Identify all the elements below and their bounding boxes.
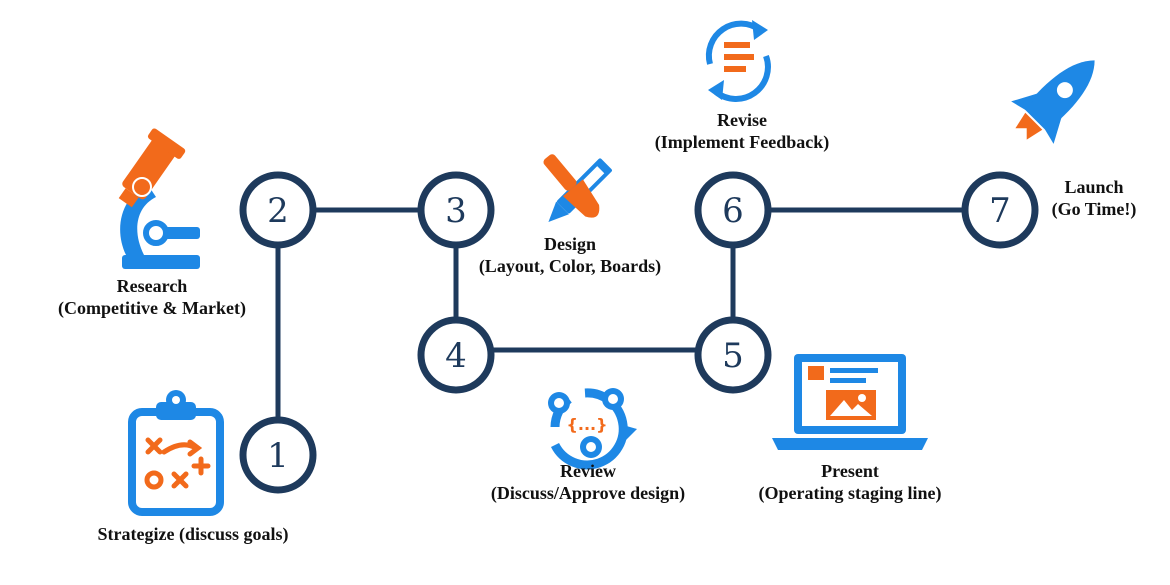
microscope-icon: [118, 128, 200, 269]
research-title: Research: [117, 276, 188, 296]
revise-title: Revise: [717, 110, 767, 130]
node-1: 1: [239, 416, 317, 494]
brush-pencil-icon: [543, 154, 612, 222]
node-2-number: 2: [267, 191, 289, 231]
rocket-icon: [1011, 60, 1095, 144]
node-4-number: 4: [445, 336, 467, 376]
launch-subtitle: (Go Time!): [1052, 199, 1137, 220]
laptop-icon: [772, 354, 928, 450]
refresh-doc-icon: [705, 20, 771, 102]
present-subtitle: (Operating staging line): [759, 483, 942, 504]
node-5-number: 5: [722, 336, 744, 376]
node-3: 3: [417, 171, 495, 249]
review-title: Review: [560, 461, 616, 481]
node-5: 5: [694, 316, 772, 394]
present-title: Present: [821, 461, 879, 481]
launch-title: Launch: [1064, 177, 1123, 197]
svg-text:{...}: {...}: [566, 415, 607, 434]
node-4: 4: [417, 316, 495, 394]
review-cycle-icon: {...}: [548, 388, 637, 470]
review-subtitle: (Discuss/Approve design): [491, 483, 685, 504]
revise-subtitle: (Implement Feedback): [655, 132, 829, 153]
node-1-number: 1: [267, 436, 289, 476]
node-6-number: 6: [722, 191, 744, 231]
node-7: 7: [961, 171, 1039, 249]
research-subtitle: (Competitive & Market): [58, 298, 246, 319]
design-title: Design: [544, 234, 596, 254]
node-7-number: 7: [989, 191, 1011, 231]
node-3-number: 3: [445, 191, 467, 231]
node-6: 6: [694, 171, 772, 249]
clipboard-strategy-icon: [128, 390, 224, 516]
node-2: 2: [239, 171, 317, 249]
strategize-title: Strategize (discuss goals): [98, 524, 289, 545]
design-subtitle: (Layout, Color, Boards): [479, 256, 661, 277]
